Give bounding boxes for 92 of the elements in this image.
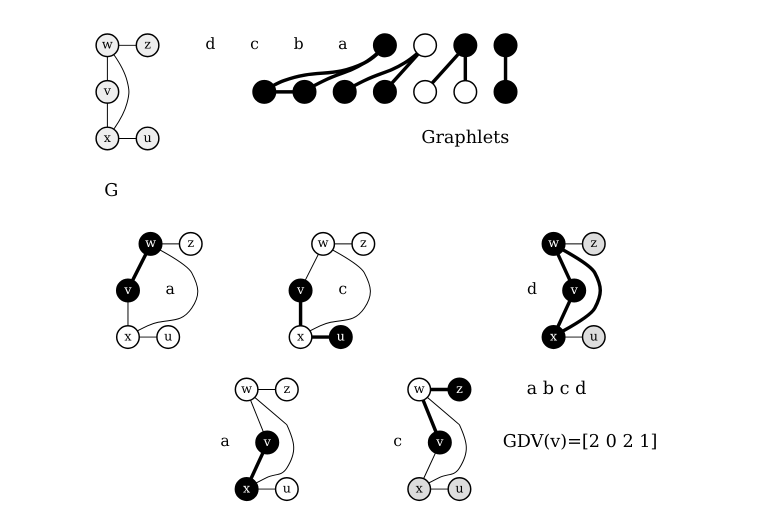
node-circle: u [582,325,606,350]
node-circle: u [274,477,299,502]
node-circle: x [407,477,432,502]
node-circle: w [542,232,566,256]
connector [422,400,438,432]
connector [249,452,264,480]
label: a [165,279,175,298]
node-circle [372,33,397,58]
connector [390,53,420,84]
connector [334,243,353,244]
connector [113,54,130,130]
label: G [104,180,118,201]
node-circle: v [562,278,586,302]
node-circle: v [116,278,140,302]
node-circle: v [288,278,313,302]
connector [562,248,602,332]
connector [504,56,508,80]
node-circle [252,80,276,104]
connector [138,336,158,338]
node-circle [494,80,518,104]
connector [272,52,378,87]
label: GDV(v)=[2 0 2 1] [502,432,658,452]
label: c [393,431,402,450]
connector [298,302,302,326]
node-circle: w [234,378,259,402]
node-circle: x [542,325,566,350]
node-circle [453,80,478,104]
connector [276,90,294,94]
node-circle: w [138,232,163,256]
node-circle [453,33,478,58]
node-circle: z [274,378,299,402]
connector [310,250,371,332]
connector [556,300,572,328]
node-circle: z [136,33,160,58]
label: a [220,431,230,450]
connector [312,335,330,339]
node-circle: v [95,80,120,104]
node-circle: x [95,126,120,150]
label: d [205,34,216,54]
node-circle: v [255,430,280,454]
connector [118,138,137,139]
connector [161,243,180,244]
connector [313,52,378,88]
node-circle [494,33,518,58]
node-circle: z [178,232,203,256]
node-circle: x [288,325,313,350]
node-circle: x [116,325,140,350]
label: b [294,34,304,54]
connector [430,388,448,392]
connector [430,53,460,84]
label: Graphlets [421,128,510,148]
node-circle: u [328,325,353,350]
connector [556,254,572,281]
connector [257,488,276,490]
connector [564,336,583,338]
connector [304,254,319,281]
connector [254,396,294,484]
node-circle: z [582,232,606,256]
node-circle: v [428,430,452,454]
label: a [338,34,348,54]
connector [106,56,108,81]
node-circle [332,80,357,104]
connector [257,389,276,390]
connector [353,52,418,88]
node-circle: w [95,33,120,58]
connector [131,254,148,281]
label: d [526,279,538,298]
node-circle: w [407,378,432,402]
connector [136,250,198,332]
node-circle: z [447,378,472,402]
connector [118,44,137,46]
node-circle: u [136,126,160,150]
label: a b c d [526,378,586,399]
node-circle [413,80,438,104]
node-circle: u [447,477,472,502]
node-circle: w [311,232,336,256]
connector [564,243,583,244]
connector [127,301,128,326]
node-circle: z [351,232,376,256]
node-circle: u [156,325,180,350]
node-circle: x [234,477,259,502]
connector [423,452,436,480]
connector [464,56,468,80]
node-circle [372,80,397,104]
connector [106,102,108,128]
connector [250,400,264,432]
label: c [250,34,259,54]
label: c [338,279,348,298]
node-circle [292,80,316,104]
connector [426,396,467,484]
node-circle [413,33,438,58]
connector [430,488,449,490]
